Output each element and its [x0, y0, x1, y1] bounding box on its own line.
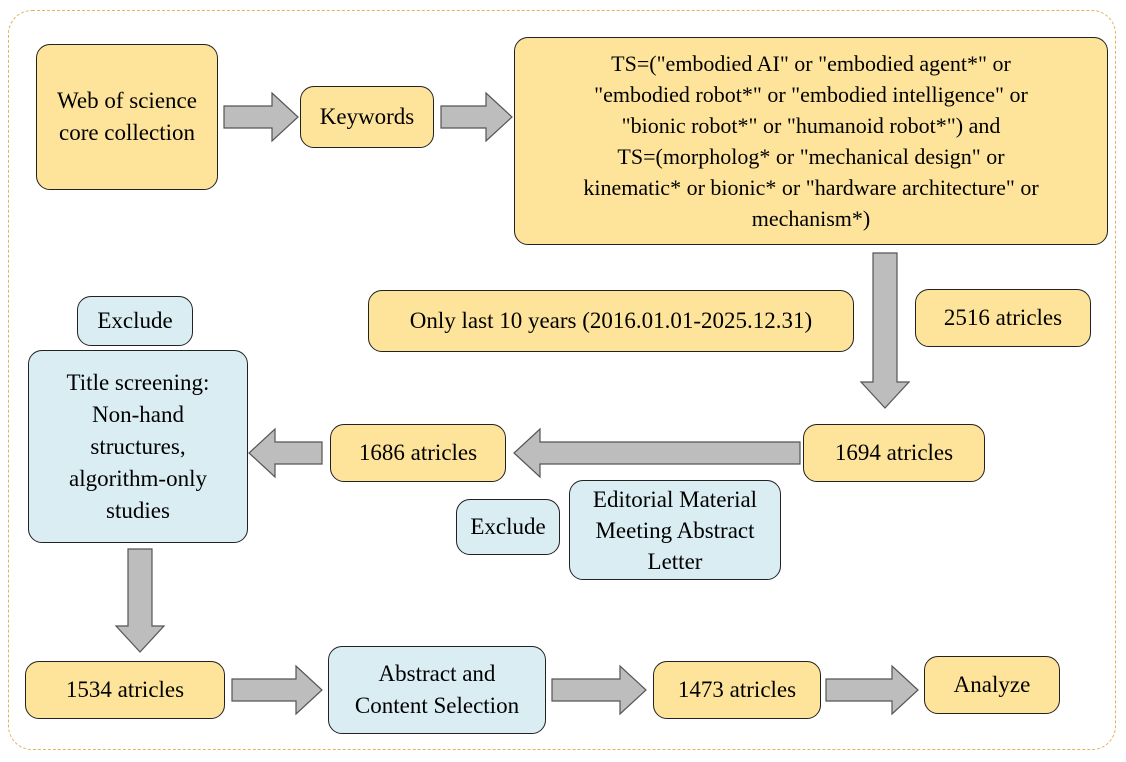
arrow-1473-to-analyze — [825, 664, 919, 716]
arrow-query-to-1694 — [859, 252, 911, 409]
arrow-title-screening-to-1534 — [114, 548, 166, 653]
article-count-1473: 1473 atricles — [653, 661, 821, 719]
arrow-1534-to-abstract — [231, 664, 323, 716]
arrow-1694-to-1686 — [513, 427, 801, 479]
source-database-box: Web of science core collection — [36, 44, 218, 190]
analyze-box: Analyze — [924, 656, 1060, 714]
time-filter-box: Only last 10 years (2016.01.01-2025.12.3… — [368, 290, 854, 352]
excluded-document-types-box: Editorial Material Meeting Abstract Lett… — [569, 480, 781, 580]
keywords-box: Keywords — [300, 86, 434, 148]
article-count-1694: 1694 atricles — [803, 424, 985, 482]
article-count-1534: 1534 atricles — [25, 661, 225, 719]
arrow-source-to-keywords — [223, 91, 299, 143]
search-query-box: TS=("embodied AI" or "embodied agent*" o… — [514, 37, 1108, 245]
arrow-keywords-to-query — [440, 91, 513, 143]
title-screening-box: Title screening: Non-hand structures, al… — [28, 350, 248, 543]
diagram-frame — [8, 10, 1116, 750]
abstract-content-selection-box: Abstract and Content Selection — [328, 646, 546, 734]
arrow-1686-to-title-screening — [248, 427, 323, 479]
article-count-2516: 2516 atricles — [915, 289, 1091, 347]
arrow-abstract-to-1473 — [551, 664, 647, 716]
exclude-label-box: Exclude — [77, 296, 193, 346]
article-count-1686: 1686 atricles — [330, 424, 506, 482]
exclude-label-box: Exclude — [456, 499, 560, 555]
